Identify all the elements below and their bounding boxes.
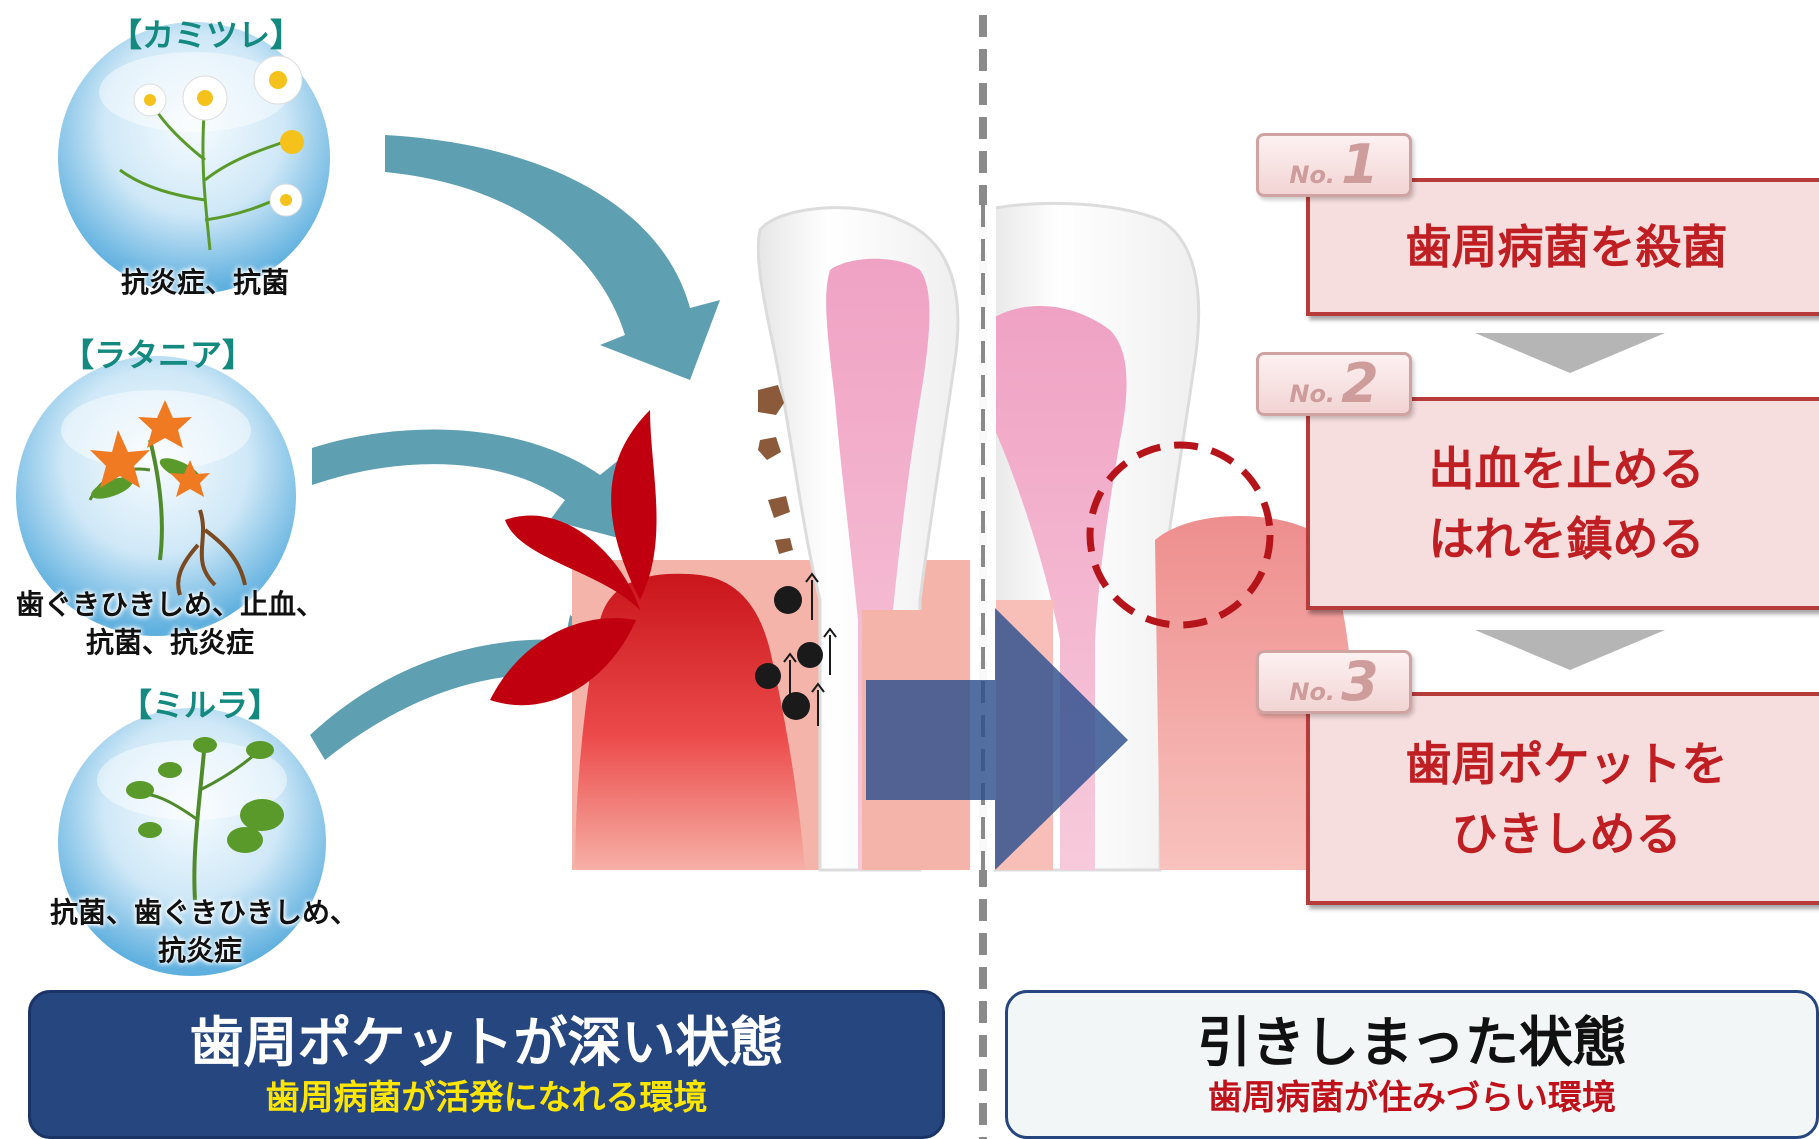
step-number: 3 [1341,650,1379,713]
step-no-label: No. [1289,161,1336,189]
step-number: 2 [1341,352,1379,415]
blood-drops-icon [490,410,657,706]
herb-name-myrrh: 【ミルラ】 [120,686,281,724]
step-box-2: 出血を止める はれを鎮める [1306,397,1819,610]
step-line: ひきしめる [1451,806,1682,861]
step-tag-2: No. 2 [1256,352,1412,416]
step-line: 歯周病菌を殺菌 [1405,220,1728,274]
state-subtitle: 歯周病菌が住みづらい環境 [1208,1077,1616,1118]
state-title: 歯周ポケットが深い状態 [189,1010,784,1074]
herb-effects-myrrh: 抗菌、歯ぐきひきしめ、 抗炎症 [50,894,359,970]
chamomile-flowers-icon [133,55,304,217]
herb-bubble-myrrh [58,708,326,976]
herb-bubble-kamitsure [58,22,330,294]
gumline-highlight-circle [1086,441,1274,629]
herb-effects-kamitsure: 抗炎症、抗菌 [90,264,320,302]
herb-effect-line: 歯ぐきひきしめ、止血、 [15,588,324,621]
step-box-1: 歯周病菌を殺菌 [1306,178,1819,316]
step-number: 1 [1341,133,1379,196]
state-box-tightened: 引きしまった状態 歯周病菌が住みづらい環境 [1005,990,1819,1139]
herb-effect-line: 抗炎症、抗菌 [120,266,289,299]
herb-effect-line: 抗炎症 [157,934,242,967]
myrrh-plant-icon [126,737,284,901]
tartar-deposits-icon [758,385,793,554]
step-no-label: No. [1289,380,1336,408]
step-tag-3: No. 3 [1256,650,1412,714]
herb-effect-line: 抗菌、歯ぐきひきしめ、 [50,896,359,929]
latania-plant-icon [88,400,247,596]
chevron-down-icon [1475,333,1665,373]
herb-name-kamitsure: 【カミツレ】 [110,16,303,54]
herb-effects-latania: 歯ぐきひきしめ、止血、 抗菌、抗炎症 [0,586,340,662]
step-line: 歯周ポケットを [1405,736,1728,791]
step-no-label: No. [1289,678,1336,706]
herb-bubble-latania [16,356,296,636]
arrow-latania-icon [312,429,645,545]
bacteria-icons [755,572,837,726]
herb-effect-line: 抗菌、抗炎症 [85,626,254,659]
arrow-kamitsure-icon [385,135,720,380]
state-box-deep-pocket: 歯周ポケットが深い状態 歯周病菌が活発になれる環境 [28,990,945,1139]
step-tag-1: No. 1 [1256,133,1412,197]
herb-name-latania: 【ラタニア】 [61,336,254,374]
step-line: 出血を止める [1428,441,1705,496]
state-subtitle: 歯周病菌が活発になれる環境 [265,1077,708,1118]
step-box-3: 歯周ポケットを ひきしめる [1306,692,1819,905]
chevron-down-icon [1475,630,1665,670]
step-line: はれを鎮める [1428,511,1705,566]
state-title: 引きしまった状態 [1197,1010,1627,1074]
transition-arrow-icon [866,608,1128,870]
